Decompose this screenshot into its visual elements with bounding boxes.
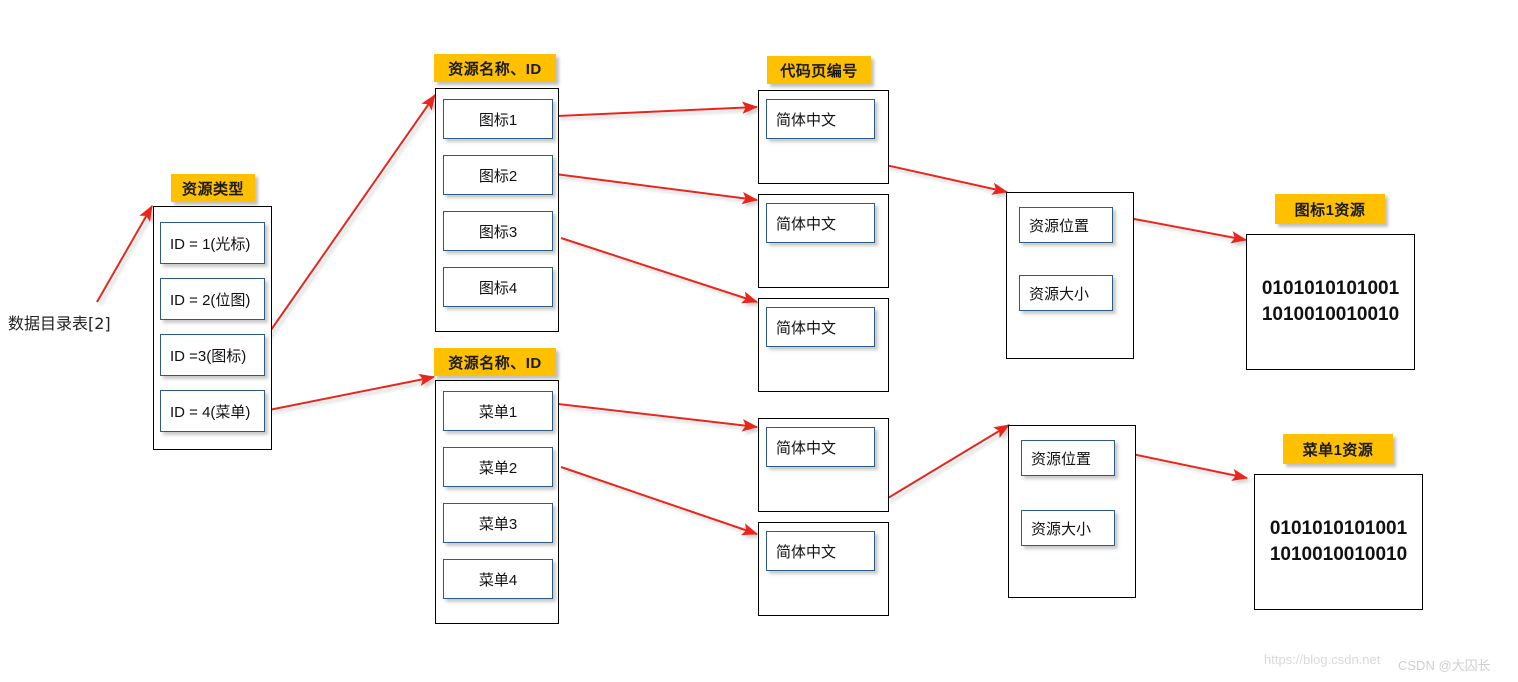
- code-page-item-2[interactable]: 简体中文: [766, 203, 875, 243]
- resource-name-menus-frame: 菜单1 菜单2 菜单3 菜单4: [435, 380, 559, 624]
- code-page-item-1[interactable]: 简体中文: [766, 99, 875, 139]
- resource-name-icons-frame: 图标1 图标2 图标3 图标4: [435, 88, 559, 332]
- menu-resource-caption: 菜单1资源: [1283, 434, 1393, 464]
- resource-type-item-4[interactable]: ID = 4(菜单): [160, 390, 265, 432]
- arrow-icon1-to-codepage1: [556, 101, 759, 117]
- arrow-icon3-to-codepage3: [560, 237, 759, 304]
- arrow-id4-to-menunames: [268, 373, 436, 411]
- resource-entry-icon-frame: 资源位置 资源大小: [1006, 192, 1134, 359]
- resource-name-menu-item-1[interactable]: 菜单1: [443, 391, 553, 431]
- resource-size-icon[interactable]: 资源大小: [1019, 275, 1113, 311]
- resource-name-icon-item-3[interactable]: 图标3: [443, 211, 553, 251]
- resource-name-menu-item-3[interactable]: 菜单3: [443, 503, 553, 543]
- code-page-frame-4: 简体中文: [758, 418, 889, 512]
- resource-type-frame: ID = 1(光标) ID = 2(位图) ID =3(图标) ID = 4(菜…: [153, 206, 272, 450]
- code-page-frame-2: 简体中文: [758, 194, 889, 288]
- arrow-id3-to-iconnames: [263, 94, 436, 341]
- icon-resource-line-2: 1010010010010: [1261, 304, 1400, 325]
- arrow-menu2-to-codepage5: [560, 466, 759, 536]
- code-page-frame-5: 简体中文: [758, 522, 889, 616]
- resource-name-icons-caption: 资源名称、ID: [434, 54, 556, 82]
- resource-size-menu[interactable]: 资源大小: [1021, 510, 1115, 546]
- resource-name-menu-item-2[interactable]: 菜单2: [443, 447, 553, 487]
- resource-entry-menu-frame: 资源位置 资源大小: [1008, 425, 1136, 598]
- icon-resource-caption: 图标1资源: [1275, 194, 1385, 224]
- resource-name-icon-item-1[interactable]: 图标1: [443, 99, 553, 139]
- watermark-handle: CSDN @大囚长: [1398, 658, 1491, 673]
- icon-resource-line-1: 0101010101001: [1261, 278, 1400, 300]
- arrow-menu1-to-codepage4: [557, 403, 759, 432]
- code-page-item-5[interactable]: 简体中文: [766, 531, 875, 571]
- resource-location-menu[interactable]: 资源位置: [1021, 440, 1115, 476]
- icon-resource-data-block: 0101010101001 1010010010010: [1246, 234, 1415, 370]
- data-directory-label: 数据目录表[2]: [8, 314, 111, 333]
- resource-name-icon-item-2[interactable]: 图标2: [443, 155, 553, 195]
- menu-resource-data-block: 0101010101001 1010010010010: [1254, 474, 1423, 610]
- resource-type-item-1[interactable]: ID = 1(光标): [160, 222, 265, 264]
- resource-name-menus-caption: 资源名称、ID: [434, 348, 556, 376]
- code-page-item-3[interactable]: 简体中文: [766, 307, 875, 347]
- resource-name-menu-item-4[interactable]: 菜单4: [443, 559, 553, 599]
- menu-resource-line-2: 1010010010010: [1269, 544, 1408, 565]
- resource-type-caption: 资源类型: [171, 174, 255, 202]
- code-page-caption: 代码页编号: [767, 56, 871, 84]
- resource-type-item-2[interactable]: ID = 2(位图): [160, 278, 265, 320]
- code-page-item-4[interactable]: 简体中文: [766, 427, 875, 467]
- arrow-icon2-to-codepage2: [554, 173, 759, 205]
- menu-resource-line-1: 0101010101001: [1269, 518, 1408, 540]
- arrow-codepage-to-resentry-menu: [887, 424, 1011, 499]
- resource-name-icon-item-4[interactable]: 图标4: [443, 267, 553, 307]
- resource-location-icon[interactable]: 资源位置: [1019, 207, 1113, 243]
- resource-type-item-3[interactable]: ID =3(图标): [160, 334, 265, 376]
- watermark-url: https://blog.csdn.net: [1264, 652, 1381, 667]
- arrow-entry-to-restype: [96, 204, 153, 303]
- code-page-frame-3: 简体中文: [758, 298, 889, 392]
- code-page-frame-1: 简体中文: [758, 90, 889, 184]
